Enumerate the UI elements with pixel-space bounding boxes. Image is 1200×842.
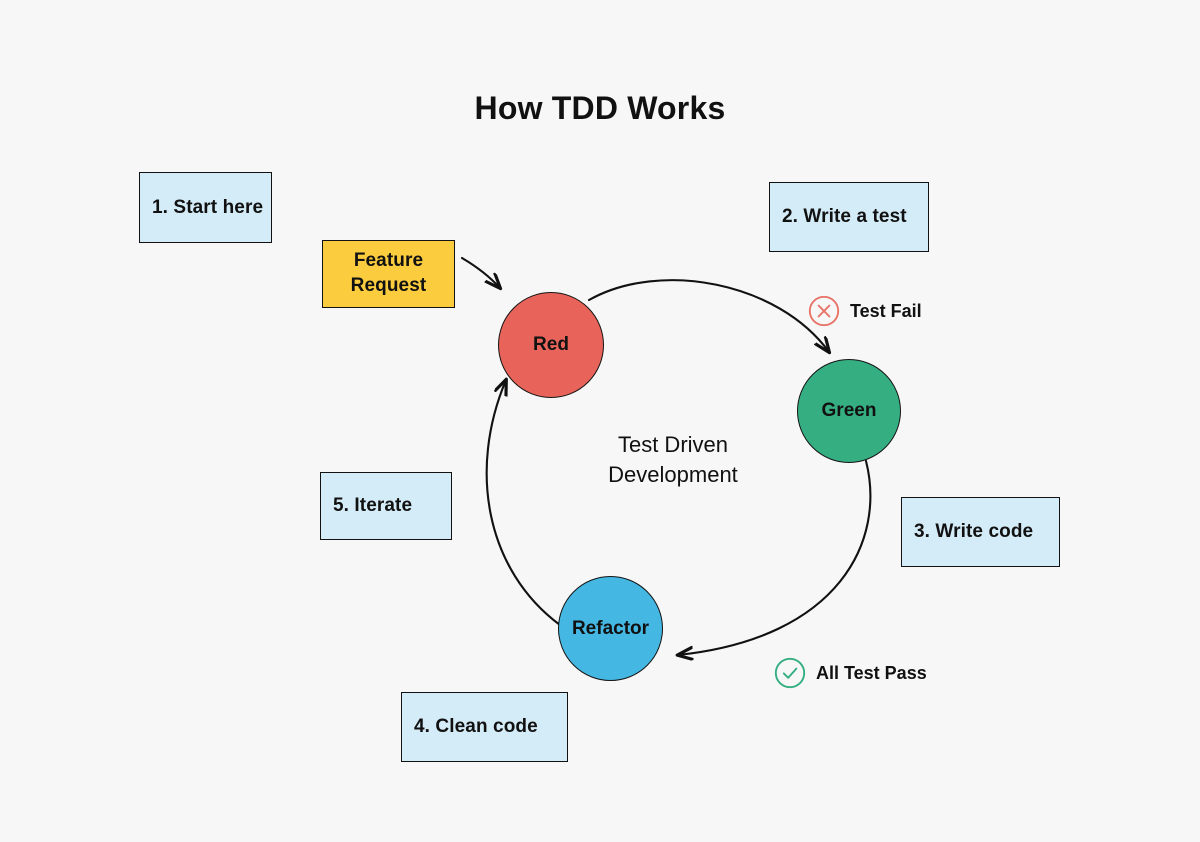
feature-request-line2: Request	[350, 275, 427, 296]
step-note-label: 1. Start here	[152, 196, 264, 218]
step-note-iterate[interactable]: 5. Iterate	[320, 472, 452, 540]
cycle-node-green[interactable]: Green	[797, 359, 901, 463]
page-title: How TDD Works	[474, 90, 726, 126]
center-label-line2: Development	[608, 462, 738, 488]
status-marker-test-fail: Test Fail	[807, 294, 922, 328]
feature-request-box[interactable]: Feature Request	[322, 240, 455, 308]
feature-request-line1: Feature	[353, 250, 424, 272]
arrow-refactor-to-red	[485, 380, 562, 627]
step-note-label: 2. Write a test	[782, 206, 907, 227]
circle-x-icon	[808, 295, 840, 327]
cycle-node-label: Red	[533, 334, 569, 355]
step-note-clean-code[interactable]: 4. Clean code	[401, 692, 568, 762]
cycle-center-label: Test Driven Development	[548, 430, 798, 491]
center-label-line1: Test Driven	[617, 432, 729, 457]
step-note-write-code[interactable]: 3. Write code	[901, 497, 1060, 567]
status-marker-label: Test Fail	[850, 300, 922, 321]
cycle-node-label: Green	[821, 400, 877, 421]
step-note-label: 4. Clean code	[414, 716, 538, 737]
arrow-red-to-green	[587, 279, 829, 352]
status-marker-all-test-pass: All Test Pass	[773, 656, 927, 690]
step-note-label: 3. Write code	[914, 521, 1034, 542]
cycle-node-red[interactable]: Red	[498, 292, 604, 398]
circle-check-icon	[774, 657, 806, 689]
step-note-write-a-test[interactable]: 2. Write a test	[769, 182, 929, 252]
step-note-start-here[interactable]: 1. Start here	[139, 172, 272, 243]
cycle-node-label: Refactor	[571, 617, 650, 639]
status-marker-label: All Test Pass	[816, 662, 927, 683]
feature-request-label: Feature Request	[351, 249, 427, 298]
step-note-label: 5. Iterate	[333, 495, 413, 516]
cycle-node-refactor[interactable]: Refactor	[558, 576, 663, 681]
arrow-feature-to-red	[460, 256, 500, 288]
